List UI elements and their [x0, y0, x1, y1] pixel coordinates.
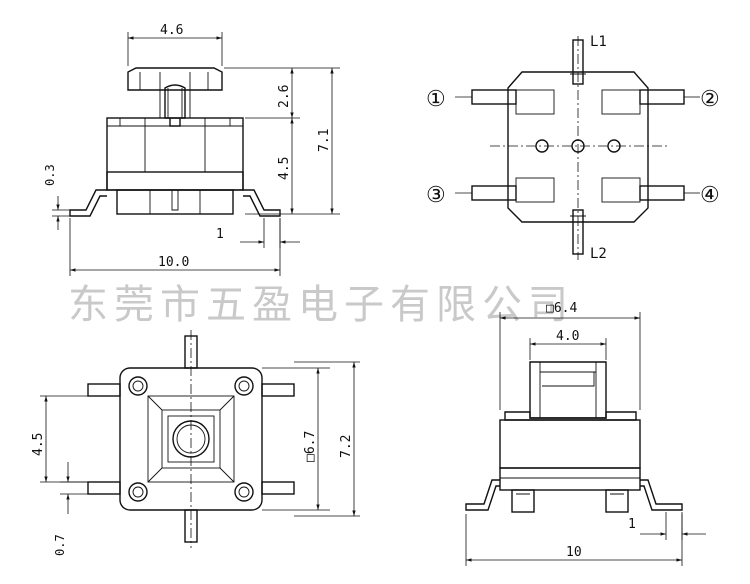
watermark-text: 东莞市五盈电子有限公司 [68, 282, 574, 328]
top-view: 4.5 0.7 □6.7 7.2 [31, 330, 360, 556]
dim-body-square-side: □6.4 [546, 301, 577, 316]
label-l2: L2 [590, 246, 607, 262]
dim-actuator-width: 4.0 [556, 329, 579, 344]
dim-base-offset: 0.3 [43, 164, 57, 186]
dim-pin-pitch: 4.5 [31, 433, 46, 456]
dim-overall-width: 10.0 [158, 255, 189, 270]
label-pin1: ① [426, 87, 446, 112]
dim-pin-foot: 1 [216, 227, 224, 242]
dim-pin-foot-side: 1 [628, 517, 636, 532]
dim-top-width: 4.6 [160, 23, 183, 38]
dim-body-height: 4.5 [277, 157, 292, 180]
dim-total-height: 7.1 [317, 129, 332, 152]
dim-actuator-height: 2.6 [277, 85, 292, 108]
dim-overall-top: 7.2 [339, 435, 354, 458]
dim-body-square-top: □6.7 [303, 431, 318, 462]
label-pin4: ④ [700, 183, 720, 208]
dim-overall-width-side: 10 [566, 545, 582, 560]
dim-pin-width: 0.7 [53, 534, 67, 556]
label-pin3: ③ [426, 183, 446, 208]
label-l1: L1 [590, 34, 607, 50]
front-view: 4.6 2.6 4.5 7.1 0.3 1 10.0 [43, 23, 340, 276]
schematic-view: L1 L2 ① ② ③ ④ [426, 34, 720, 262]
side-view: □6.4 4.0 1 10 [465, 301, 706, 566]
label-pin2: ② [700, 87, 720, 112]
